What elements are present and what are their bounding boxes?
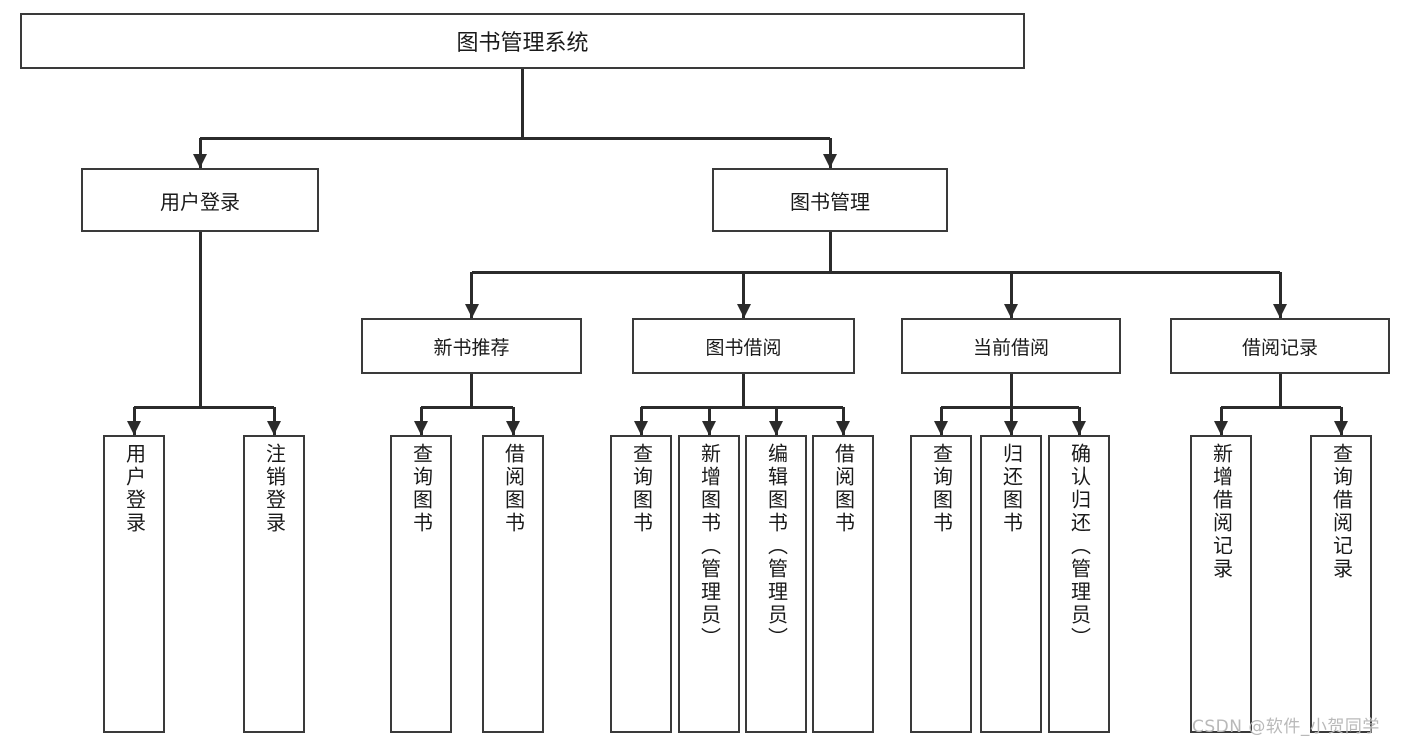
connector-vertical <box>198 232 202 407</box>
leaf-node-label: 新增图书（管理员） <box>697 443 722 650</box>
connector-horizontal <box>134 405 274 409</box>
connector-horizontal <box>1221 405 1341 409</box>
connector-horizontal <box>471 270 1280 274</box>
connector-arrowhead <box>193 154 207 168</box>
connector-arrowhead <box>1004 304 1018 318</box>
leaf-node[interactable]: 编辑图书（管理员） <box>745 435 807 733</box>
leaf-node[interactable]: 用户登录 <box>103 435 165 733</box>
leaf-node-label: 新增借阅记录 <box>1209 443 1234 581</box>
connector-vertical <box>742 374 745 407</box>
node-new-book-recommend-label: 新书推荐 <box>433 336 510 359</box>
leaf-node[interactable]: 新增借阅记录 <box>1190 435 1252 733</box>
connector-vertical <box>470 272 473 318</box>
leaf-node-label: 借阅图书 <box>831 443 856 535</box>
connector-horizontal <box>421 405 513 409</box>
leaf-node[interactable]: 查询图书 <box>910 435 972 733</box>
connector-arrowhead <box>127 421 141 435</box>
node-book-management-label: 图书管理 <box>790 189 870 214</box>
leaf-node[interactable]: 注销登录 <box>243 435 305 733</box>
leaf-node-label: 查询借阅记录 <box>1329 443 1354 581</box>
leaf-node-label: 归还图书 <box>999 443 1024 535</box>
connector-arrowhead <box>769 421 783 435</box>
connector-arrowhead <box>1214 421 1228 435</box>
connector-vertical <box>742 272 745 318</box>
connector-vertical <box>198 138 202 168</box>
connector-horizontal <box>641 405 843 409</box>
leaf-node[interactable]: 查询图书 <box>390 435 452 733</box>
leaf-node[interactable]: 借阅图书 <box>812 435 874 733</box>
connector-arrowhead <box>506 421 520 435</box>
csdn-watermark: CSDN @软件_小贺同学 <box>1192 717 1380 737</box>
connector-arrowhead <box>702 421 716 435</box>
connector-arrowhead <box>1004 421 1018 435</box>
leaf-node[interactable]: 归还图书 <box>980 435 1042 733</box>
node-user-login[interactable]: 用户登录 <box>81 168 319 232</box>
connector-vertical <box>1278 374 1282 407</box>
connector-arrowhead <box>634 421 648 435</box>
node-book-borrow[interactable]: 图书借阅 <box>632 318 855 374</box>
node-root-label: 图书管理系统 <box>456 31 589 56</box>
node-book-management[interactable]: 图书管理 <box>712 168 948 232</box>
connector-vertical <box>828 138 832 168</box>
connector-arrowhead <box>464 304 479 318</box>
connector-vertical <box>1278 272 1282 318</box>
connector-arrowhead <box>823 154 837 168</box>
connector-vertical <box>1009 272 1013 318</box>
node-borrow-record[interactable]: 借阅记录 <box>1170 318 1390 374</box>
node-user-login-label: 用户登录 <box>160 189 240 214</box>
leaf-node-label: 查询图书 <box>409 443 434 535</box>
connector-vertical <box>1009 374 1013 407</box>
node-current-borrow[interactable]: 当前借阅 <box>901 318 1121 374</box>
connector-arrowhead <box>934 421 948 435</box>
leaf-node[interactable]: 查询借阅记录 <box>1310 435 1372 733</box>
connector-arrowhead <box>1072 421 1086 435</box>
connector-arrowhead <box>267 421 281 435</box>
connector-arrowhead <box>1273 304 1287 318</box>
leaf-node-label: 查询图书 <box>929 443 954 535</box>
node-book-borrow-label: 图书借阅 <box>705 336 782 359</box>
connector-arrowhead <box>836 421 850 435</box>
node-root[interactable]: 图书管理系统 <box>20 13 1025 69</box>
connector-arrowhead <box>1334 421 1348 435</box>
leaf-node-label: 编辑图书（管理员） <box>764 443 789 650</box>
connector-vertical <box>521 69 524 138</box>
leaf-node[interactable]: 确认归还（管理员） <box>1048 435 1110 733</box>
connector-arrowhead <box>736 304 751 318</box>
connector-arrowhead <box>414 421 428 435</box>
leaf-node[interactable]: 借阅图书 <box>482 435 544 733</box>
leaf-node-label: 查询图书 <box>629 443 654 535</box>
connector-vertical <box>828 232 832 272</box>
leaf-node-label: 注销登录 <box>262 443 287 535</box>
leaf-node[interactable]: 查询图书 <box>610 435 672 733</box>
connector-vertical <box>470 374 473 407</box>
connector-horizontal <box>200 136 830 140</box>
leaf-node-label: 确认归还（管理员） <box>1067 443 1092 650</box>
node-new-book-recommend[interactable]: 新书推荐 <box>361 318 582 374</box>
node-borrow-record-label: 借阅记录 <box>1241 336 1318 359</box>
node-current-borrow-label: 当前借阅 <box>972 336 1049 359</box>
leaf-node-label: 借阅图书 <box>501 443 526 535</box>
leaf-node[interactable]: 新增图书（管理员） <box>678 435 740 733</box>
leaf-node-label: 用户登录 <box>122 443 147 535</box>
